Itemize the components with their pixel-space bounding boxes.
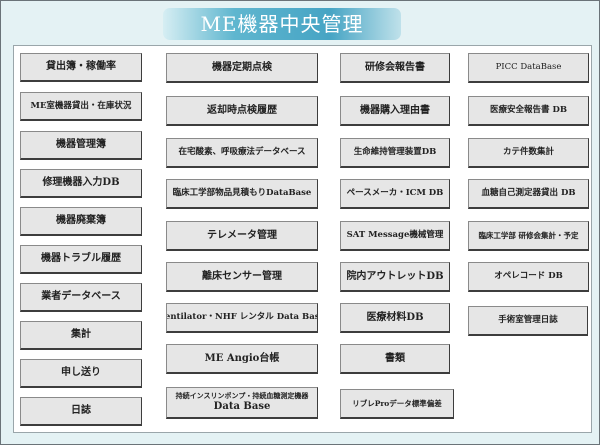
app-title: ME機器中央管理 (163, 8, 401, 40)
picc-database-button[interactable]: PICC DataBase (468, 53, 589, 83)
home-oxygen-database-button[interactable]: 在宅酸素、呼吸療法データベース (166, 138, 318, 168)
or-management-diary-button[interactable]: 手術室管理日誌 (468, 306, 588, 336)
ventilator-rental-database-button[interactable]: Ventilator・NHF レンタル Data Base (166, 303, 318, 333)
sat-message-button[interactable]: SAT Message機械管理 (340, 221, 450, 251)
safety-report-db-button[interactable]: 医療安全報告書 DB (468, 96, 589, 126)
handover-button[interactable]: 申し送り (20, 359, 142, 388)
trouble-history-button[interactable]: 機器トラブル履歴 (20, 245, 142, 274)
training-schedule-button[interactable]: 臨床工学部 研修会集計・予定 (468, 221, 589, 251)
quotation-database-button[interactable]: 臨床工学部物品見積もりDataBase (166, 179, 318, 209)
me-angio-ledger-button[interactable]: ME Angio台帳 (166, 344, 318, 374)
telemeter-management-button[interactable]: テレメータ管理 (166, 221, 318, 251)
documents-button[interactable]: 書類 (340, 344, 450, 374)
bed-sensor-management-button[interactable]: 離床センサー管理 (166, 262, 318, 292)
button-line-1: 持続インスリンポンプ・持続血糖測定機器 (175, 391, 309, 401)
life-support-db-button[interactable]: 生命維持管理装置DB (340, 138, 450, 168)
glucose-meter-lending-button[interactable]: 血糖自己測定器貸出 DB (468, 179, 589, 209)
vendor-database-button[interactable]: 業者データベース (20, 283, 142, 312)
insulin-pump-cgm-database-button[interactable]: 持続インスリンポンプ・持続血糖測定機器 Data Base (166, 387, 318, 419)
libre-pro-sd-button[interactable]: リブレProデータ標準偏差 (340, 389, 454, 419)
periodic-inspection-button[interactable]: 機器定期点検 (166, 53, 318, 83)
diary-button[interactable]: 日誌 (20, 397, 142, 426)
catheter-count-button[interactable]: カテ件数集計 (468, 138, 589, 168)
disposal-log-button[interactable]: 機器廃棄簿 (20, 207, 142, 236)
ope-record-db-button[interactable]: オペレコード DB (468, 262, 589, 292)
outlet-db-button[interactable]: 院内アウトレットDB (340, 262, 450, 292)
medical-material-db-button[interactable]: 医療材料DB (340, 303, 450, 333)
purchase-reason-button[interactable]: 機器購入理由書 (340, 96, 450, 126)
lending-log-button[interactable]: 貸出簿・稼働率 (20, 53, 142, 82)
summary-button[interactable]: 集計 (20, 321, 142, 350)
device-register-button[interactable]: 機器管理簿 (20, 131, 142, 160)
me-room-lending-stock-button[interactable]: ME室機器貸出・在庫状況 (20, 92, 142, 121)
repair-input-button[interactable]: 修理機器入力DB (20, 169, 142, 198)
return-inspection-history-button[interactable]: 返却時点検履歴 (166, 96, 318, 126)
button-line-2: Data Base (213, 400, 271, 412)
training-report-button[interactable]: 研修会報告書 (340, 53, 450, 83)
pacemaker-icm-db-button[interactable]: ペースメーカ・ICM DB (340, 179, 450, 209)
